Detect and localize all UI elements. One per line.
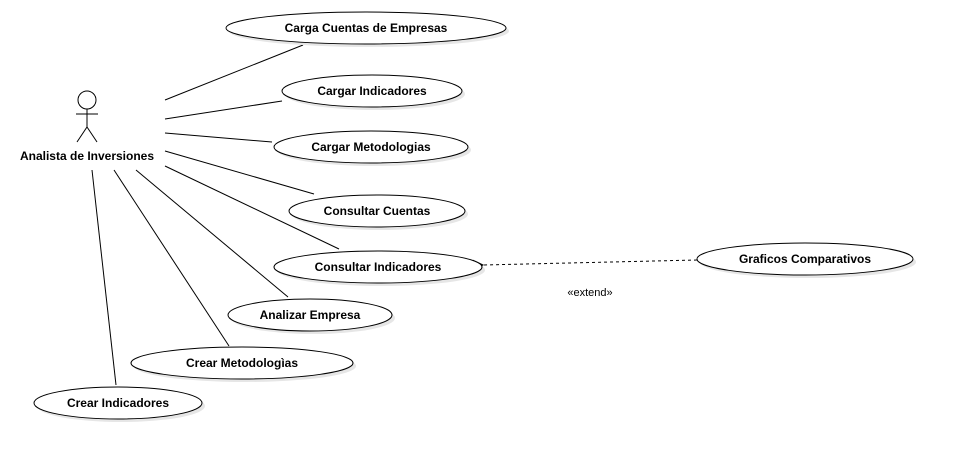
use-case-crear-metodologias[interactable]: Crear Metodologìas <box>130 346 356 382</box>
extend-stereotype-label: «extend» <box>567 287 612 299</box>
extend-line <box>483 259 698 265</box>
use-case-cargar-indicadores[interactable]: Cargar Indicadores <box>281 74 465 110</box>
actor-name-label: Analista de Inversiones <box>20 149 154 163</box>
association-carga-cuentas <box>164 44 304 101</box>
association-cargar-indicadores <box>164 100 283 120</box>
use-case-label: Cargar Metodologias <box>311 140 431 154</box>
use-case-consultar-cuentas[interactable]: Consultar Cuentas <box>288 194 468 230</box>
extend-relation: «extend» <box>483 259 698 299</box>
use-case-crear-indicadores[interactable]: Crear Indicadores <box>33 386 205 422</box>
association-analizar-empresa <box>135 169 289 298</box>
use-case-label: Consultar Cuentas <box>324 204 431 218</box>
use-case-consultar-indicadores[interactable]: Consultar Indicadores <box>273 250 485 286</box>
use-case-label: Analizar Empresa <box>260 308 361 322</box>
use-case-label: Crear Indicadores <box>67 396 169 410</box>
associations <box>91 44 340 386</box>
use-case-graficos-comparativos[interactable]: Graficos Comparativos <box>696 242 916 278</box>
use-case-analizar-empresa[interactable]: Analizar Empresa <box>227 298 395 334</box>
use-case-cargar-metodologias[interactable]: Cargar Metodologias <box>273 130 471 166</box>
association-cargar-metodologias <box>164 132 273 143</box>
use-case-carga-cuentas[interactable]: Carga Cuentas de Empresas <box>225 11 509 47</box>
use-case-label: Cargar Indicadores <box>317 84 427 98</box>
use-case-label: Graficos Comparativos <box>739 252 871 266</box>
actor-analista[interactable]: Analista de Inversiones <box>20 90 154 163</box>
association-crear-metodologias <box>113 169 230 347</box>
association-consultar-cuentas <box>164 150 315 195</box>
association-consultar-indicadores <box>164 165 340 250</box>
actor-stick-figure-icon <box>76 90 98 143</box>
use-case-label: Carga Cuentas de Empresas <box>285 21 448 35</box>
use-case-label: Crear Metodologìas <box>186 356 298 370</box>
use-case-label: Consultar Indicadores <box>315 260 442 274</box>
association-crear-indicadores <box>91 169 117 386</box>
